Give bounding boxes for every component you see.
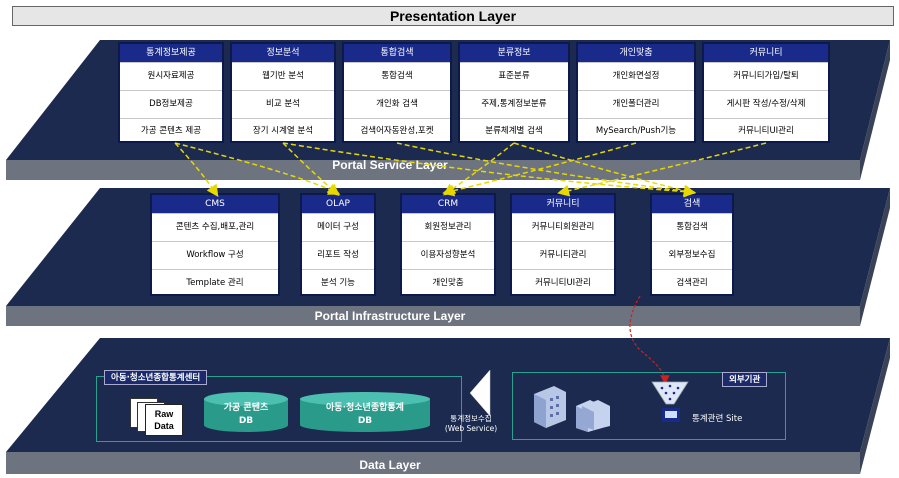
infra-item: Workflow 구성 <box>152 241 278 269</box>
service-box-analysis: 정보분석 웹기반 분석 비교 분석 장기 시계열 분석 <box>230 42 336 143</box>
infra-item: 콘텐츠 수집,배포,관리 <box>152 213 278 241</box>
service-box-title: 분류정보 <box>460 44 568 62</box>
infra-item: 외부정보수집 <box>652 241 732 269</box>
infra-box-title: 커뮤니티 <box>512 195 614 213</box>
infra-item: 이용자성향분석 <box>402 241 494 269</box>
portal-infra-layer-label: Portal Infrastructure Layer <box>314 309 466 323</box>
infra-box-cms: CMS 콘텐츠 수집,배포,관리 Workflow 구성 Template 관리 <box>150 193 280 296</box>
service-box-title: 정보분석 <box>232 44 334 62</box>
service-item: 개인화면설정 <box>578 62 694 90</box>
db-label-line1: 아동·청소년종합통계 <box>326 403 404 413</box>
db-label-line2: DB <box>357 416 373 426</box>
service-item: DB정보제공 <box>120 90 222 118</box>
processed-content-db: 가공 콘텐츠 DB <box>204 392 288 432</box>
infra-item: 개인맞춤 <box>402 269 494 297</box>
infra-item: 통합검색 <box>652 213 732 241</box>
infra-item: 검색관리 <box>652 269 732 297</box>
service-item: 개인화 검색 <box>344 90 450 118</box>
infra-box-search: 검색 통합검색 외부정보수집 검색관리 <box>650 193 734 296</box>
service-item: 주제,통계정보분류 <box>460 90 568 118</box>
infra-item: Template 관리 <box>152 269 278 297</box>
service-box-title: 통합검색 <box>344 44 450 62</box>
service-item: 장기 시계열 분석 <box>232 118 334 144</box>
service-box-stats: 통계정보제공 원시자료제공 DB정보제공 가공 콘텐츠 제공 <box>118 42 224 143</box>
service-item: 커뮤니티UI관리 <box>704 118 828 144</box>
service-box-title: 통계정보제공 <box>120 44 222 62</box>
service-item: 검색어자동완성,포켓 <box>344 118 450 144</box>
raw-data-doc: Raw Data <box>145 404 183 436</box>
service-box-classification: 분류정보 표준분류 주제,통계정보분류 분류체계별 검색 <box>458 42 570 143</box>
service-item: 웹기반 분석 <box>232 62 334 90</box>
service-item: 가공 콘텐츠 제공 <box>120 118 222 144</box>
web-service-line2: (Web Service) <box>444 424 498 433</box>
infra-item: 커뮤니티회원관리 <box>512 213 614 241</box>
service-box-title: 커뮤니티 <box>704 44 828 62</box>
building-icon-small <box>582 400 610 430</box>
service-item: 통합검색 <box>344 62 450 90</box>
service-item: MySearch/Push기능 <box>578 118 694 144</box>
infra-box-title: OLAP <box>302 195 374 213</box>
portal-service-layer-label: Portal Service Layer <box>332 158 448 172</box>
infra-item: 커뮤니티UI관리 <box>512 269 614 297</box>
portal-service-layer-side <box>860 40 890 180</box>
service-item: 게시판 작성/수정/삭제 <box>704 90 828 118</box>
site-funnel-icon <box>651 381 689 422</box>
infra-item: 메이터 구성 <box>302 213 374 241</box>
infra-box-title: CMS <box>152 195 278 213</box>
infra-box-olap: OLAP 메이터 구성 리포트 작성 분석 기능 <box>300 193 376 296</box>
service-box-community: 커뮤니티 커뮤니티가입/탈퇴 게시판 작성/수정/삭제 커뮤니티UI관리 <box>702 42 830 143</box>
service-box-personal: 개인맞춤 개인화면설정 개인폴더관리 MySearch/Push기능 <box>576 42 696 143</box>
web-service-label: 통계정보수집 (Web Service) <box>436 414 506 434</box>
data-layer-front <box>6 452 860 474</box>
stats-center-frame <box>96 376 462 442</box>
presentation-layer-bar: Presentation Layer <box>12 6 894 26</box>
service-item: 표준분류 <box>460 62 568 90</box>
infra-box-community: 커뮤니티 커뮤니티회원관리 커뮤니티관리 커뮤니티UI관리 <box>510 193 616 296</box>
youth-stats-db: 아동·청소년종합통계 DB <box>300 392 430 432</box>
portal-infra-layer-side <box>860 188 890 326</box>
infra-box-title: CRM <box>402 195 494 213</box>
stats-center-title: 아동·청소년종합통계센터 <box>104 370 208 385</box>
infra-box-crm: CRM 회원정보관리 이용자성향분석 개인맞춤 <box>400 193 496 296</box>
external-site-label: 통계관련 Site <box>692 414 743 424</box>
service-item: 개인폴더관리 <box>578 90 694 118</box>
service-item: 비교 분석 <box>232 90 334 118</box>
db-label-line2: DB <box>238 416 254 426</box>
service-item: 커뮤니티가입/탈퇴 <box>704 62 828 90</box>
service-item: 원시자료제공 <box>120 62 222 90</box>
infra-item: 리포트 작성 <box>302 241 374 269</box>
data-layer-side <box>860 338 890 474</box>
infra-item: 회원정보관리 <box>402 213 494 241</box>
external-title: 외부기관 <box>722 372 768 387</box>
web-service-line1: 통계정보수집 <box>450 414 492 423</box>
service-box-title: 개인맞춤 <box>578 44 694 62</box>
infra-box-title: 검색 <box>652 195 732 213</box>
db-label-line1: 가공 콘텐츠 <box>223 403 269 413</box>
infra-item: 커뮤니티관리 <box>512 241 614 269</box>
funnel-shape <box>469 369 491 417</box>
external-frame <box>512 372 786 440</box>
service-box-search: 통합검색 통합검색 개인화 검색 검색어자동완성,포켓 <box>342 42 452 143</box>
service-item: 분류체계별 검색 <box>460 118 568 144</box>
infra-item: 분석 기능 <box>302 269 374 297</box>
data-layer-label: Data Layer <box>359 458 421 472</box>
